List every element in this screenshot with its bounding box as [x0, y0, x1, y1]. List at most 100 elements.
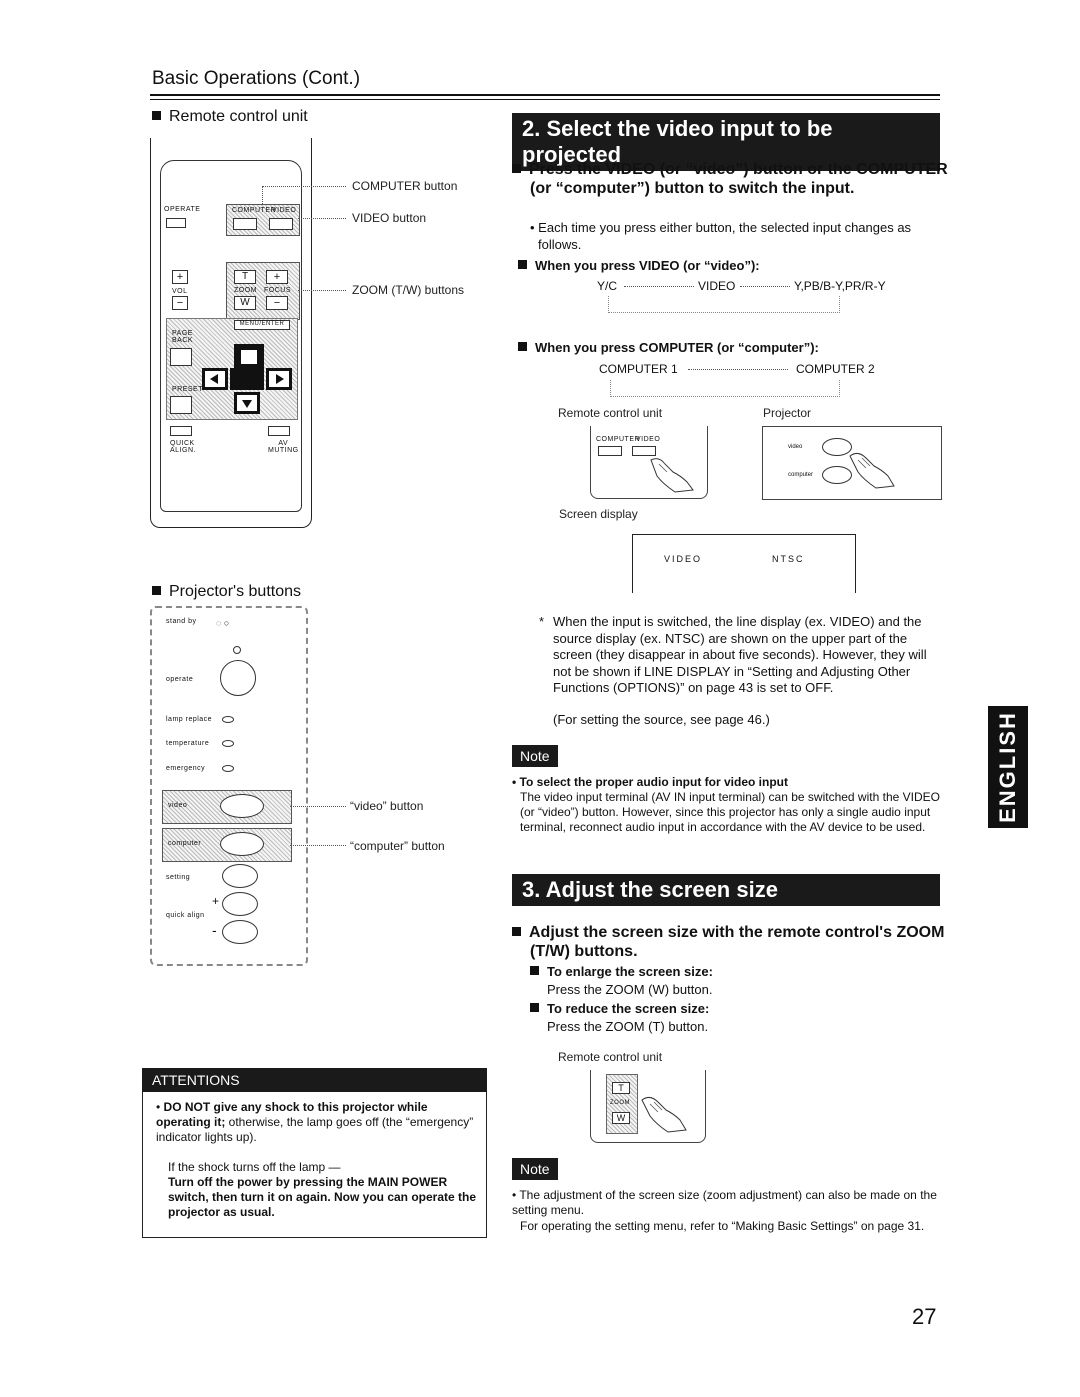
projector-video-button[interactable] — [220, 794, 264, 818]
computer-seq-arrow — [688, 369, 788, 370]
section2-footnote-2: (For setting the source, see page 46.) — [553, 712, 770, 727]
screen-source-display: NTSC — [772, 554, 805, 564]
remote-quick-align-button[interactable] — [170, 426, 192, 436]
section2-note-body: The video input terminal (AV IN input te… — [520, 790, 940, 834]
bullet-square-icon — [530, 966, 539, 975]
remote-av-muting-label: AV MUTING — [268, 440, 299, 454]
projector-heading: Projector's buttons — [152, 583, 301, 601]
remote-zoom-t-button[interactable]: T — [234, 270, 256, 284]
video-seq-arrow-2 — [740, 286, 790, 287]
enlarge-heading: To enlarge the screen size: — [530, 964, 713, 981]
hand-pressing-icon — [849, 452, 895, 489]
bullet-square-icon — [152, 586, 161, 595]
arrow-left-button[interactable] — [202, 368, 228, 390]
plus-label: + — [212, 894, 220, 908]
operate-button[interactable] — [220, 660, 256, 696]
screen-display-frame — [632, 534, 856, 593]
english-side-tab: ENGLISH — [988, 706, 1028, 828]
section2-note-badge: Note — [512, 745, 558, 767]
setting-label: setting — [166, 874, 191, 881]
remote-focus-minus-button[interactable]: − — [266, 296, 288, 310]
fig-projector-partial — [762, 426, 942, 500]
section2-banner: 2. Select the video input to be projecte… — [512, 113, 940, 171]
temperature-indicator — [222, 740, 234, 747]
arrow-right-button[interactable] — [266, 368, 292, 390]
video-seq-1: Y/C — [597, 279, 618, 293]
remote-operate-button[interactable] — [166, 218, 186, 228]
quick-align-minus-button[interactable] — [222, 920, 258, 944]
reduce-body: Press the ZOOM (T) button. — [547, 1019, 709, 1034]
video-seq-return — [608, 296, 840, 313]
fig-projector-video-label: video — [788, 444, 803, 450]
quick-align-label: quick align — [166, 912, 205, 919]
section3-remote-partial — [590, 1070, 706, 1143]
remote-computer-key-label: COMPUTER — [232, 207, 277, 214]
footnote-asterisk: * — [539, 614, 545, 629]
standby-indicators: ◌ ○ — [216, 618, 230, 628]
projector-computer-button[interactable] — [220, 832, 264, 856]
quick-align-plus-button[interactable] — [222, 892, 258, 916]
minus-label: - — [212, 922, 217, 938]
setting-button[interactable] — [222, 864, 258, 888]
projector-panel — [150, 606, 308, 966]
bullet-square-icon — [512, 164, 521, 173]
bullet-square-icon — [512, 927, 521, 936]
callout-line-pvideo — [290, 806, 346, 807]
section2-footnote: When the input is switched, the line dis… — [553, 614, 927, 695]
section3-note-2: For operating the setting menu, refer to… — [520, 1219, 925, 1233]
screen-display-label: Screen display — [559, 507, 638, 521]
section3-remote-label: Remote control unit — [558, 1050, 663, 1064]
callout-projector-computer: “computer” button — [350, 839, 445, 853]
bullet-square-icon — [152, 111, 161, 120]
remote-focus-plus-button[interactable]: + — [266, 270, 288, 284]
callout-line-computer — [262, 186, 346, 187]
page-number: 27 — [912, 1304, 937, 1329]
remote-zoom-w-button[interactable]: W — [234, 296, 256, 310]
remote-menu-enter-button[interactable]: MENU/ENTER — [234, 320, 290, 330]
callout-line-pcomputer — [290, 845, 346, 846]
section2-note-heading: • To select the proper audio input for v… — [512, 775, 788, 789]
attentions-paragraph-1: • DO NOT give any shock to this projecto… — [156, 1100, 474, 1144]
fig-remote-video-label: VIDEO — [636, 436, 661, 443]
fig-remote-computer-button — [598, 446, 622, 456]
callout-zoom-buttons: ZOOM (T/W) buttons — [352, 283, 465, 297]
operate-indicator — [233, 646, 241, 654]
reduce-heading: To reduce the screen size: — [530, 1001, 709, 1018]
lamp-replace-label: lamp replace — [166, 716, 213, 723]
remote-input-keys-highlight — [226, 204, 300, 236]
hand-pressing-icon — [650, 458, 694, 493]
bullet-square-icon — [518, 342, 527, 351]
remote-vol-minus-button[interactable]: − — [172, 296, 188, 310]
arrow-up-button[interactable] — [234, 344, 264, 370]
computer-sequence-heading: When you press COMPUTER (or “computer”): — [518, 340, 819, 357]
remote-av-muting-button[interactable] — [268, 426, 290, 436]
arrow-right-icon — [269, 371, 289, 387]
emergency-indicator — [222, 765, 234, 772]
remote-page-back-button[interactable] — [170, 348, 192, 366]
remote-body — [160, 160, 302, 512]
arrow-down-icon — [237, 395, 257, 411]
standby-label: stand by — [166, 618, 197, 625]
fig-projector-computer-label: computer — [788, 472, 814, 478]
section3-zoom-t-button: T — [612, 1082, 630, 1094]
fig-projector-video-button — [822, 438, 852, 456]
page-title: Basic Operations (Cont.) — [152, 68, 361, 89]
section3-note-1: • The adjustment of the screen size (zoo… — [512, 1188, 937, 1217]
section3-zoom-w-button: W — [612, 1112, 630, 1124]
fig-projector-label: Projector — [763, 406, 812, 420]
projector-video-label: video — [168, 802, 188, 809]
remote-page-back-label: PAGE BACK — [172, 330, 194, 344]
remote-vol-plus-button[interactable]: + — [172, 270, 188, 284]
remote-computer-button[interactable] — [233, 218, 257, 230]
remote-quick-align-label: QUICK ALIGN. — [170, 440, 196, 454]
video-seq-3: Y,PB/B-Y,PR/R-Y — [794, 279, 886, 293]
remote-preset-button[interactable] — [170, 396, 192, 414]
remote-video-button[interactable] — [269, 218, 293, 230]
arrow-down-button[interactable] — [234, 392, 260, 414]
section3-instruction: Adjust the screen size with the remote c… — [512, 923, 958, 961]
remote-video-key-label: VIDEO — [272, 207, 297, 214]
attentions-paragraph-2: If the shock turns off the lamp — — [168, 1160, 341, 1174]
remote-focus-label: FOCUS — [264, 287, 291, 294]
emergency-label: emergency — [166, 765, 206, 772]
screen-line-display: VIDEO — [664, 554, 703, 564]
